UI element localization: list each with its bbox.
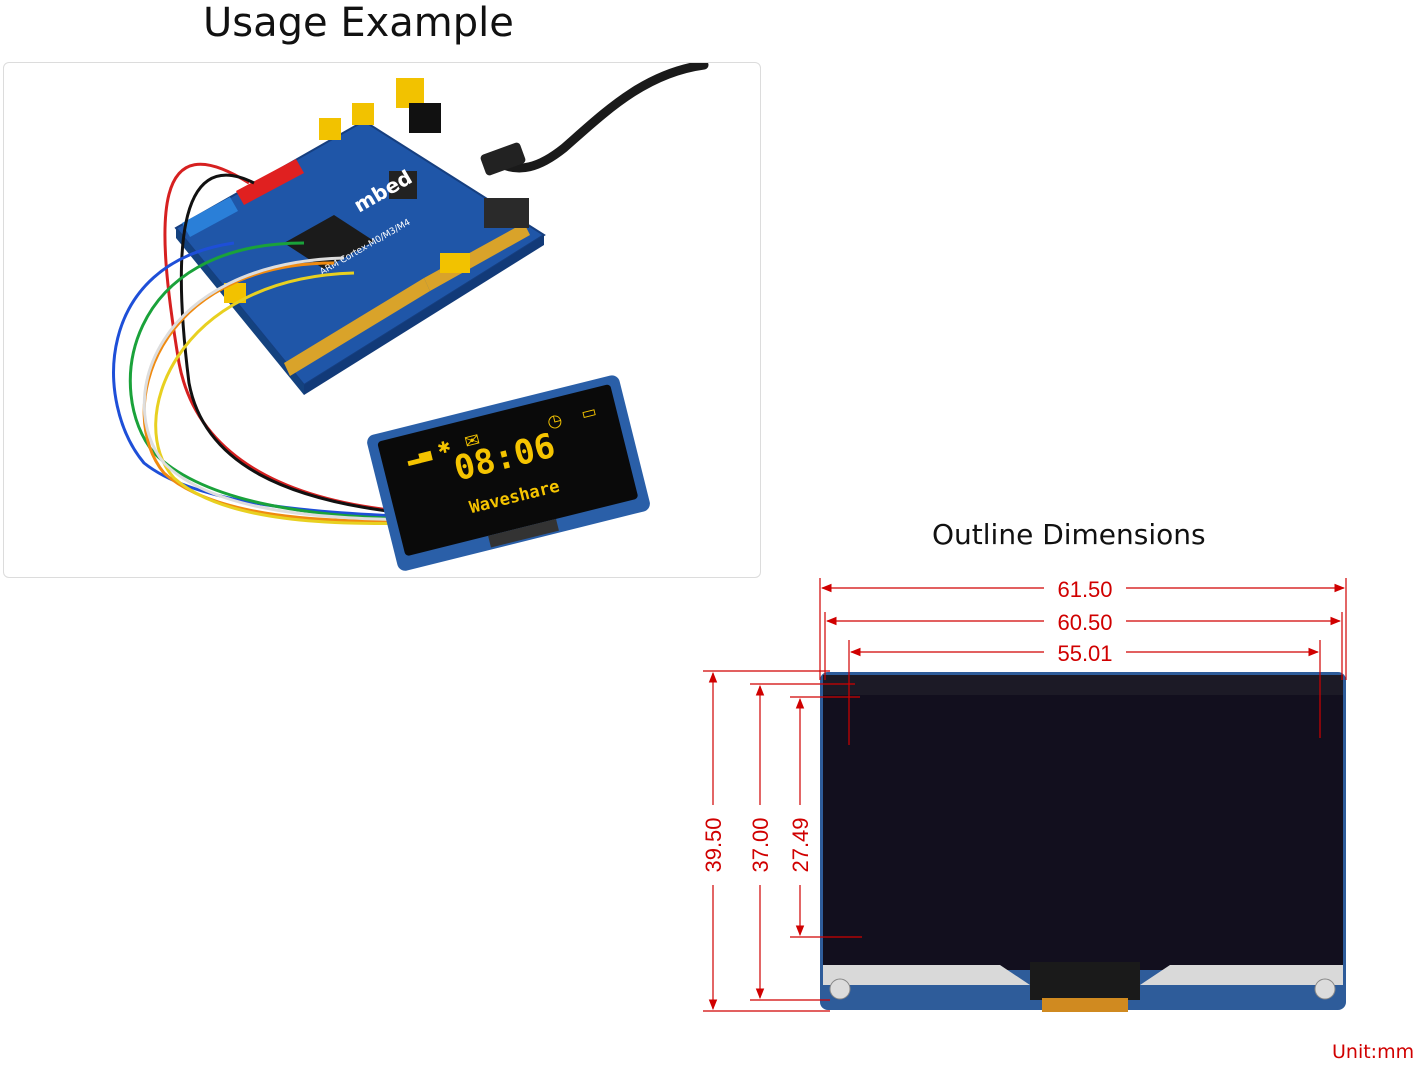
- usage-photo-illustration: mbed ARM Cortex-M0/M3/M4 08:06 Waveshare…: [112, 63, 709, 571]
- jumper-2: [352, 103, 374, 125]
- jumper-4: [440, 253, 470, 273]
- mount-hole-right: [1314, 978, 1336, 1000]
- dim-width-outer-label: 61.50: [1057, 577, 1112, 602]
- outline-dimensions-title: Outline Dimensions: [932, 518, 1206, 551]
- usb-cable: [494, 63, 709, 173]
- dim-width-pcb-label: 60.50: [1057, 610, 1112, 635]
- usage-example-photo: mbed ARM Cortex-M0/M3/M4 08:06 Waveshare…: [3, 62, 761, 578]
- oled-bluetooth-icon: ✱: [435, 437, 453, 459]
- panel-bezel-top: [823, 675, 1343, 695]
- jumper-5: [224, 283, 246, 303]
- chip-2: [389, 171, 417, 199]
- panel-flex-right: [1140, 965, 1343, 985]
- wire-yellow: [154, 271, 425, 525]
- dim-height-active-label: 27.49: [788, 817, 813, 872]
- dim-height-pcb: 37.00: [748, 683, 855, 1001]
- oled-mail-icon: ✉: [462, 429, 482, 453]
- wire-black: [179, 173, 425, 517]
- panel-fpc: [1030, 962, 1140, 1000]
- dim-width-pcb: 60.50: [824, 610, 1343, 680]
- wire-red: [163, 162, 425, 515]
- usage-example-title: Usage Example: [203, 0, 514, 46]
- wire-blue: [112, 241, 425, 519]
- mount-hole-left: [829, 978, 851, 1000]
- connector-right: [484, 198, 529, 228]
- wire-white: [142, 256, 425, 522]
- dim-width-active-label: 55.01: [1057, 641, 1112, 666]
- panel-glass: [823, 675, 1343, 970]
- dim-width-outer: 61.50: [819, 577, 1347, 680]
- header-right: [424, 223, 530, 291]
- header-bottom: [284, 278, 430, 376]
- header-red: [236, 159, 304, 205]
- dim-height-pcb-label: 37.00: [748, 817, 773, 872]
- oled-clock-icon: ◷: [545, 410, 564, 433]
- panel-fpc-tab: [1042, 998, 1128, 1012]
- oled-battery-icon: ▭: [579, 401, 598, 423]
- oled-module: 08:06 Waveshare ▂▄ ✱ ✉ ◷ ▭: [367, 375, 650, 571]
- usb-plug: [480, 142, 526, 176]
- dim-width-active: 55.01: [848, 640, 1321, 745]
- dim-height-outer: 39.50: [701, 670, 830, 1012]
- mcu-chip: [284, 215, 374, 269]
- jack-black: [409, 103, 441, 133]
- oled-panel-drawing: [820, 672, 1346, 1012]
- dim-height-active: 27.49: [788, 696, 862, 938]
- unit-label: Unit:mm: [1332, 1041, 1415, 1063]
- panel-flex-left: [823, 965, 1030, 985]
- header-blue: [182, 197, 238, 237]
- dim-height-outer-label: 39.50: [701, 817, 726, 872]
- jumper-1: [319, 118, 341, 140]
